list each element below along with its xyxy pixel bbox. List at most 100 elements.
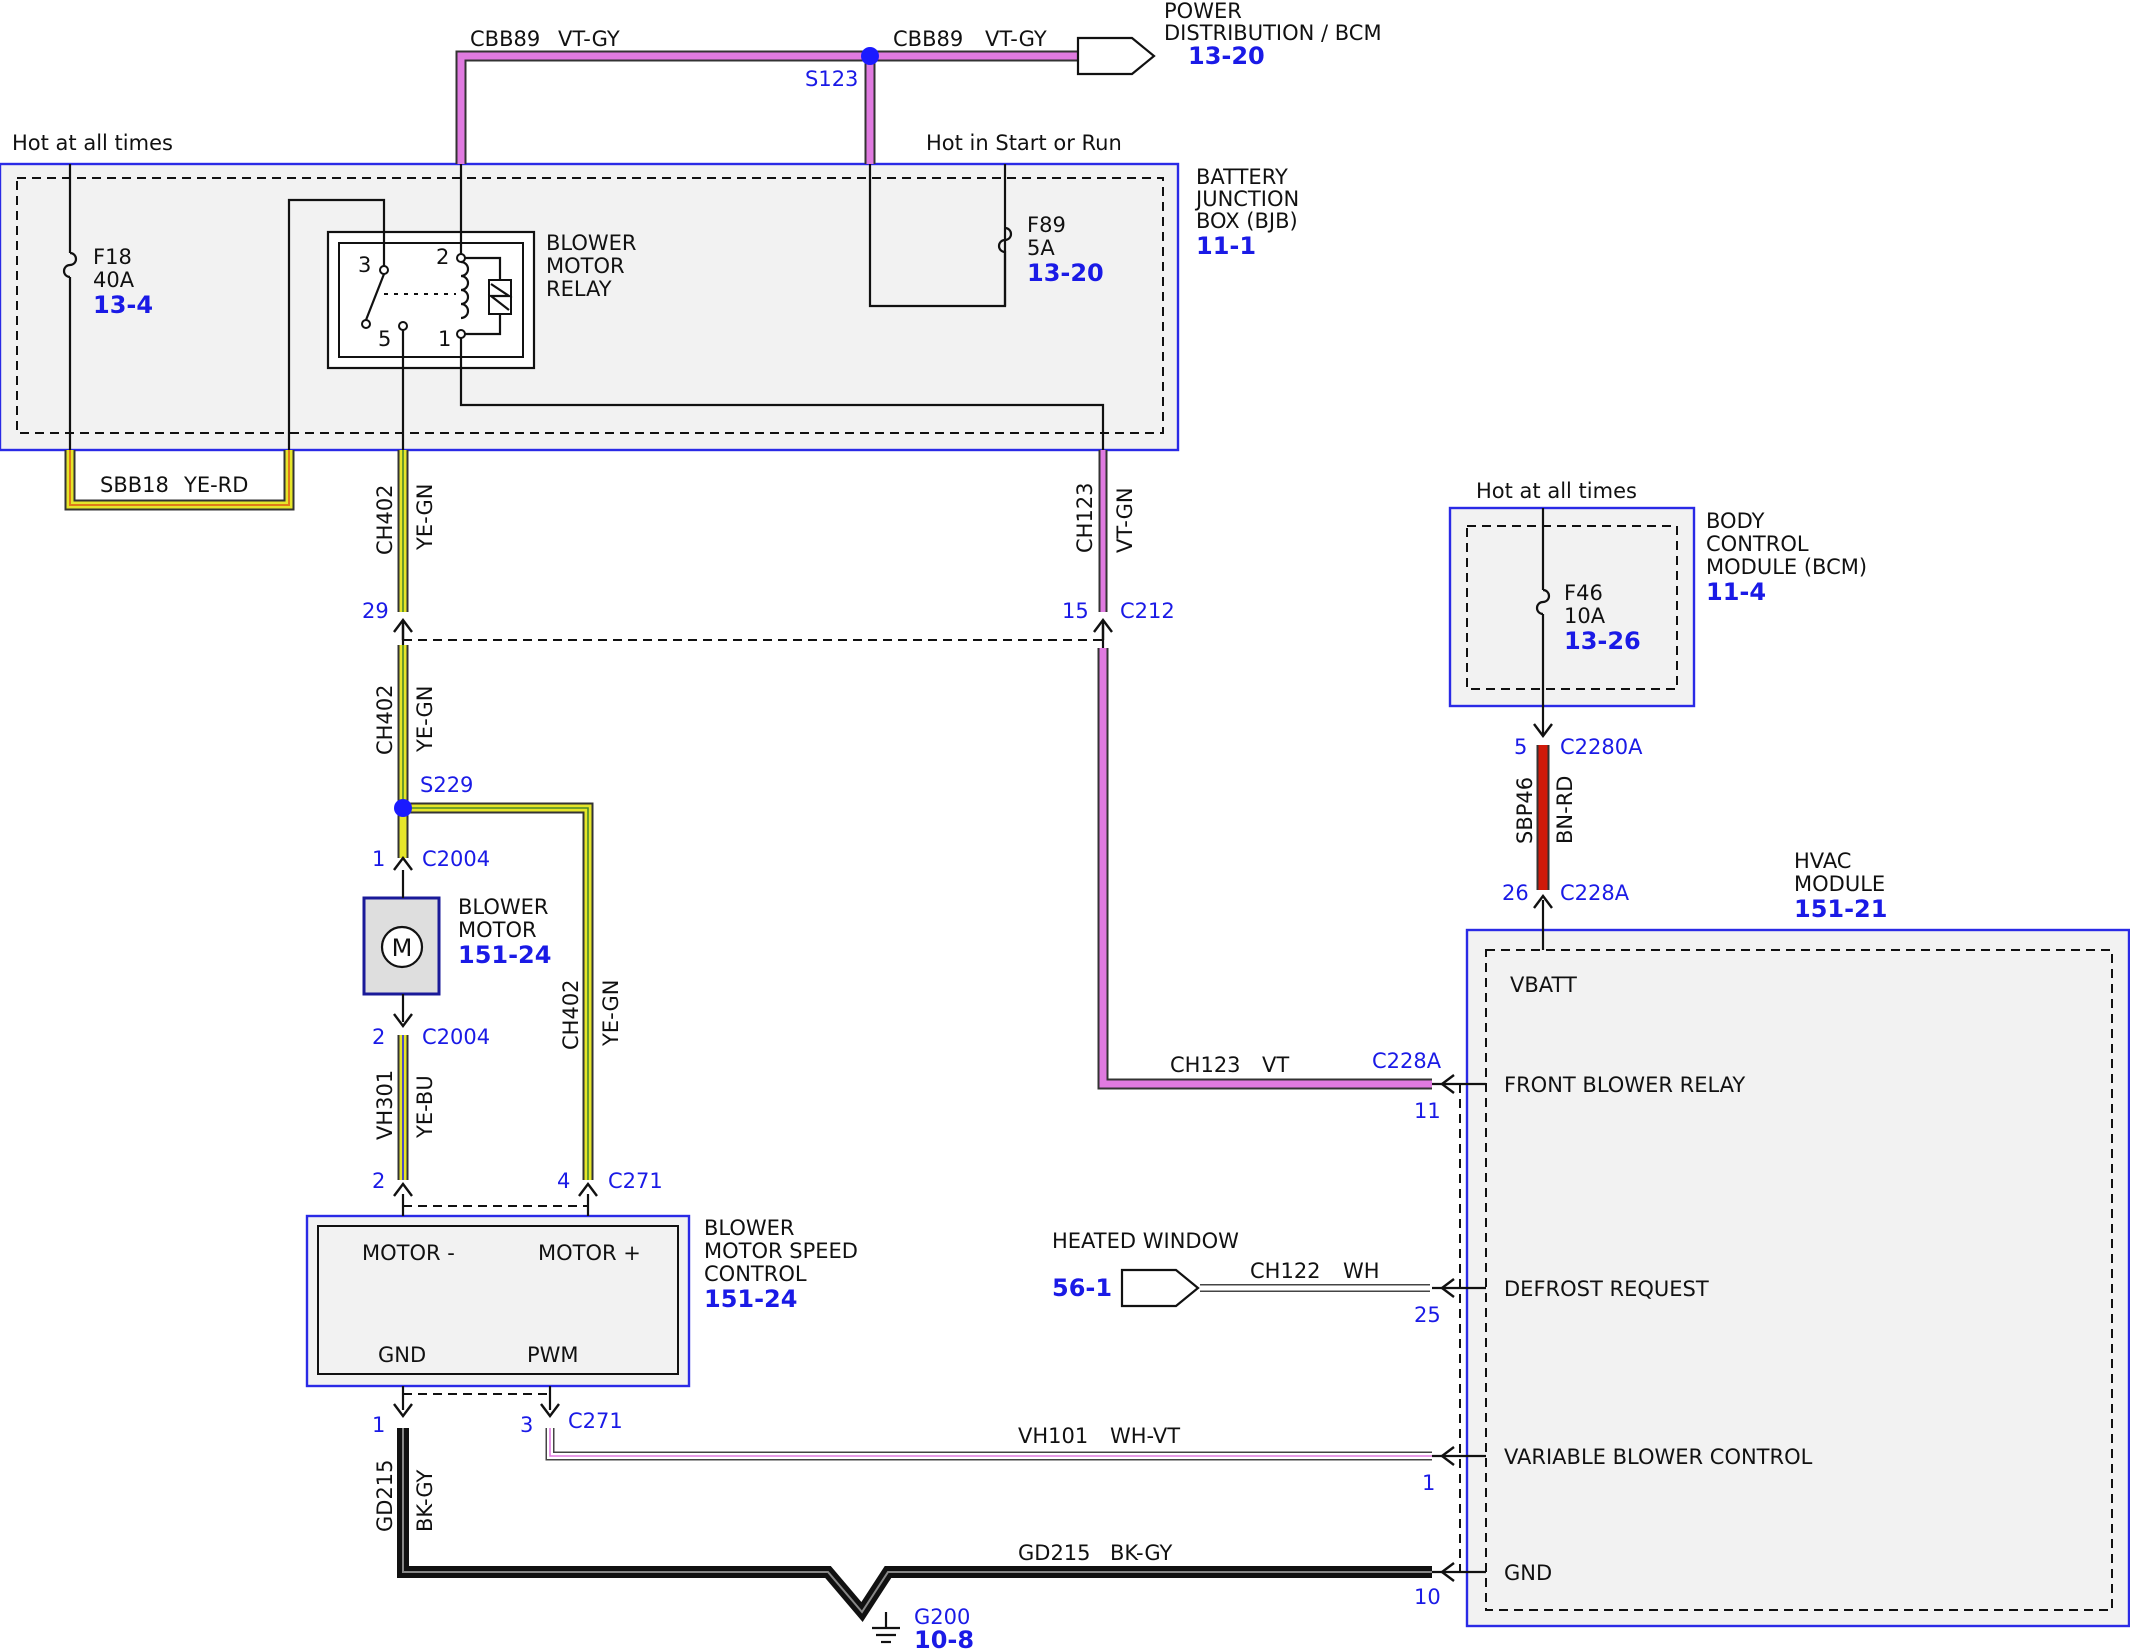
arrow-c2280a: [1533, 723, 1553, 738]
heated-window-flag: [1120, 1268, 1200, 1308]
wire-ch402-a-circuit: CH402: [373, 484, 397, 555]
bjb-title-3: BOX (BJB): [1196, 209, 1298, 233]
fuse-f46-name: F46: [1564, 581, 1603, 605]
wire-ch402: [397, 450, 594, 1180]
bmsc-title-3: CONTROL: [704, 1262, 807, 1286]
c228a-right-pin: 11: [1414, 1099, 1441, 1123]
wire-ch123-h-circuit: CH123: [1170, 1053, 1241, 1077]
relay-pin-3: 3: [358, 253, 371, 277]
blower-motor-title-1: BLOWER: [458, 895, 549, 919]
wire-sbb18-circuit: SBB18: [100, 473, 169, 497]
blower-motor-relay: [326, 230, 536, 370]
c271-top-pin-right: 4: [557, 1169, 570, 1193]
hvac-variable-blower-control: VARIABLE BLOWER CONTROL: [1504, 1445, 1813, 1469]
hvac-front-blower-relay: FRONT BLOWER RELAY: [1504, 1073, 1745, 1097]
wire-vh101-color: WH-VT: [1110, 1424, 1180, 1448]
misc-thin-leads: [401, 625, 1486, 1574]
bmsc-title-2: MOTOR SPEED: [704, 1239, 858, 1263]
c2004-bot-pin: 2: [372, 1025, 385, 1049]
fuse-f89-rating: 5A: [1027, 236, 1055, 260]
arrow-hvac-1: [1440, 1446, 1455, 1466]
c2280a-pin: 5: [1514, 735, 1527, 759]
wire-ch122-circuit: CH122: [1250, 1259, 1321, 1283]
wire-gd215: [397, 1428, 1432, 1623]
ground-symbol: [872, 1612, 900, 1644]
bcm-ref: 11-4: [1706, 578, 1766, 606]
c2004-top-name: C2004: [422, 847, 490, 871]
blower-motor: M: [362, 896, 441, 996]
bmsc-pwm: PWM: [527, 1343, 579, 1367]
hvac-pin-1: 1: [1422, 1471, 1435, 1495]
fuse-f89-name: F89: [1027, 213, 1066, 237]
arrow-c271-bot-right: [540, 1403, 560, 1418]
c212-pin-15: 15: [1062, 599, 1089, 623]
heated-window-ref: 56-1: [1052, 1274, 1112, 1302]
bcm-hot: Hot at all times: [1476, 479, 1637, 503]
wire-vh101: [545, 1428, 1432, 1461]
relay-title-2: MOTOR: [546, 254, 625, 278]
arrow-c2004-bot: [393, 1013, 413, 1028]
c2004-bot-name: C2004: [422, 1025, 490, 1049]
ground-name: G200: [914, 1605, 970, 1629]
fuse-f18-name: F18: [93, 245, 132, 269]
bjb-hot-left: Hot at all times: [12, 131, 173, 155]
c271-bot-name: C271: [568, 1409, 623, 1433]
arrow-c212-right: [1093, 618, 1113, 640]
hvac-ref: 151-21: [1794, 895, 1887, 923]
wire-ch123: [1097, 450, 1432, 1090]
c228a-top-pin: 26: [1502, 881, 1529, 905]
connector-dashed-links: [403, 639, 1461, 1572]
hvac-title-2: MODULE: [1794, 872, 1885, 896]
splice-s123-label: S123: [805, 67, 858, 91]
wire-vh101-circuit: VH101: [1018, 1424, 1088, 1448]
c228a-top-name: C228A: [1560, 881, 1630, 905]
c271-bot-pin-right: 3: [520, 1413, 533, 1437]
wire-ch123-v-circuit: CH123: [1073, 482, 1097, 553]
splice-s229: [394, 799, 412, 817]
wire-ch402-a-color: YE-GN: [413, 484, 437, 551]
cbb89-left-color: VT-GY: [558, 27, 620, 51]
c228a-right-name: C228A: [1372, 1049, 1442, 1073]
power-distribution-line2: DISTRIBUTION / BCM: [1164, 21, 1382, 45]
body-control-module: [1448, 506, 1696, 708]
wire-ch402-b-color: YE-GN: [413, 686, 437, 753]
arrow-c228a-top: [1533, 894, 1553, 909]
hvac-defrost-request: DEFROST REQUEST: [1504, 1277, 1709, 1301]
arrow-c271-right: [578, 1182, 598, 1197]
ground-ref: 10-8: [914, 1626, 974, 1650]
bjb-title-1: BATTERY: [1196, 165, 1288, 189]
splice-s229-label: S229: [420, 773, 473, 797]
blower-motor-title-2: MOTOR: [458, 918, 537, 942]
bmsc-motor-plus: MOTOR +: [538, 1241, 641, 1265]
arrow-hvac-10: [1440, 1562, 1455, 1582]
cbb89-right-circuit: CBB89: [893, 27, 963, 51]
fuse-f18-ref: 13-4: [93, 291, 153, 319]
wire-gd215-v-circuit: GD215: [373, 1459, 397, 1532]
wire-gd215-v-color: BK-GY: [413, 1469, 437, 1532]
splice-s123: [861, 47, 879, 65]
c2280a-name: C2280A: [1560, 735, 1643, 759]
wire-ch402-b-circuit: CH402: [373, 684, 397, 755]
c2004-top-pin: 1: [372, 847, 385, 871]
bmsc-ref: 151-24: [704, 1285, 797, 1313]
hvac-module: [1465, 928, 2130, 1628]
bjb-internal-circuit: [62, 164, 1105, 450]
bjb-ref: 11-1: [1196, 232, 1256, 260]
wire-sbp46-color: BN-RD: [1553, 776, 1577, 844]
wire-ch402-c-circuit: CH402: [559, 979, 583, 1050]
c212-pin-29: 29: [362, 599, 389, 623]
power-distribution-ref: 13-20: [1188, 42, 1265, 70]
arrow-hvac-11: [1440, 1074, 1455, 1094]
bmsc-gnd: GND: [378, 1343, 426, 1367]
wire-ch123-h-color: VT: [1262, 1053, 1289, 1077]
hvac-gnd: GND: [1504, 1561, 1552, 1585]
arrow-c2004-top: [393, 856, 413, 871]
relay-pin-1: 1: [438, 327, 451, 351]
relay-pin-2: 2: [436, 245, 449, 269]
c271-top-name: C271: [608, 1169, 663, 1193]
power-distribution-flag: [1076, 36, 1156, 76]
fuse-f89-ref: 13-20: [1027, 259, 1104, 287]
bjb-hot-right: Hot in Start or Run: [926, 131, 1122, 155]
relay-pin-5: 5: [378, 327, 391, 351]
